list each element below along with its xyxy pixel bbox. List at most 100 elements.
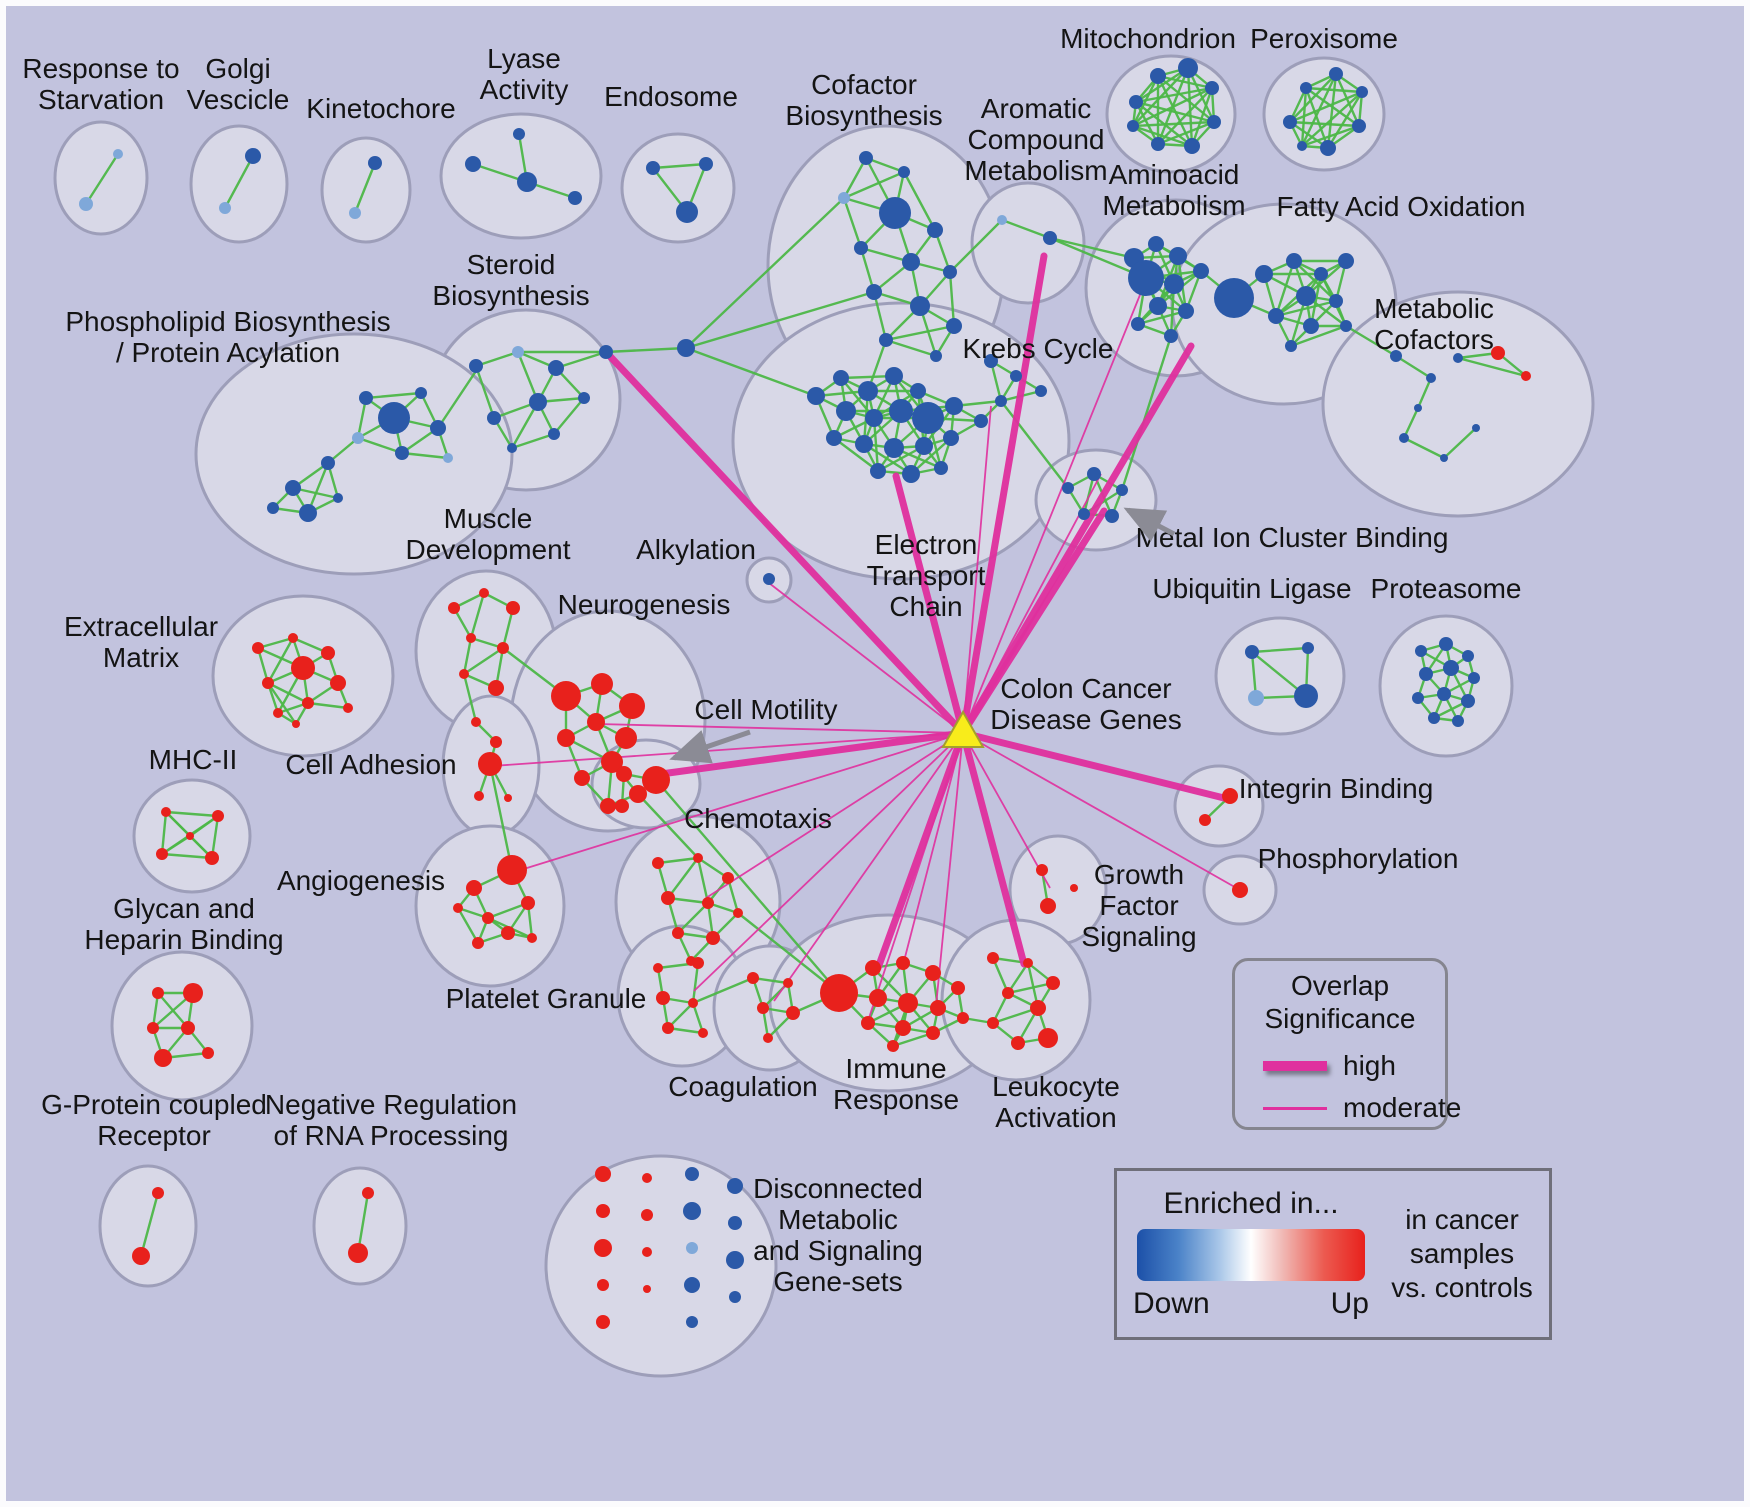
overlap-legend-title: Overlap Significance — [1264, 970, 1416, 1034]
gene-set-edge — [1326, 90, 1364, 150]
pointer-arrow — [669, 729, 751, 764]
gene-set-node — [527, 933, 537, 943]
gene-set-node — [895, 1020, 911, 1036]
inter-cluster-edge — [684, 290, 876, 350]
gene-set-node — [517, 172, 537, 192]
gene-set-node — [181, 1021, 195, 1035]
gene-set-node — [1390, 350, 1402, 362]
pointer-arrow — [1123, 507, 1176, 542]
gene-set-edge — [1156, 74, 1216, 124]
gene-set-node — [1046, 976, 1060, 990]
gene-set-node — [479, 588, 489, 598]
cluster-label-phosphorylation: Phosphorylation — [1258, 843, 1459, 874]
gene-set-node — [1286, 253, 1302, 269]
gene-set-edge — [462, 646, 505, 676]
cluster-negative-regulation-rna-processing — [312, 1166, 408, 1286]
gene-set-node — [186, 832, 194, 840]
gene-set-edge — [1288, 120, 1361, 128]
cluster-label-neurogenesis: Neurogenesis — [558, 589, 731, 620]
gene-set-node — [132, 1247, 150, 1265]
gene-set-node — [763, 573, 775, 585]
inter-cluster-edge — [948, 218, 1004, 274]
gene-set-node — [1036, 864, 1048, 876]
enrichment-up-label: Up — [1330, 1287, 1369, 1320]
gene-set-node — [154, 1049, 172, 1067]
gene-set-node — [1428, 712, 1440, 724]
gene-set-edge — [1300, 86, 1308, 148]
gene-set-node — [594, 1239, 612, 1257]
gene-set-node — [869, 989, 887, 1007]
gene-set-node — [471, 717, 481, 727]
inter-cluster-edge — [436, 366, 480, 430]
cluster-label-chemotaxis: Chemotaxis — [684, 803, 832, 834]
overlap-link-high — [602, 348, 967, 737]
gene-set-node — [661, 891, 675, 905]
gene-set-node — [1439, 637, 1453, 651]
gene-set-node — [288, 633, 298, 643]
gene-set-node — [161, 807, 171, 817]
gene-set-node — [807, 387, 825, 405]
gene-set-node — [252, 642, 264, 654]
gene-set-node — [615, 799, 629, 813]
gene-set-node — [343, 703, 353, 713]
overlap-link-moderate — [935, 732, 964, 1007]
gene-set-node — [1245, 645, 1259, 659]
gene-set-edge — [510, 432, 556, 450]
gene-set-node — [1178, 303, 1194, 319]
gene-set-node — [1151, 137, 1165, 151]
gene-set-node — [1314, 267, 1328, 281]
cluster-metabolic-cofactors — [1321, 290, 1595, 518]
overlap-significance-legend: Overlap Significance high moderate — [1232, 958, 1461, 1130]
gene-set-node — [1164, 274, 1184, 294]
gene-set-edge — [356, 436, 404, 455]
gene-set-edge — [160, 852, 214, 860]
gene-set-edge — [1250, 646, 1310, 654]
gene-set-edge — [891, 1031, 935, 1048]
gene-set-edge — [486, 901, 530, 920]
colon-cancer-disease-genes-hub — [941, 709, 985, 748]
gene-set-edge — [656, 856, 700, 865]
enrichment-note: in cancer samples vs. controls — [1389, 1203, 1535, 1305]
gene-set-node — [1472, 424, 1480, 432]
cluster-angiogenesis — [414, 824, 566, 988]
gene-set-edge — [306, 701, 350, 710]
gene-set-node — [1105, 509, 1119, 523]
gene-set-node — [599, 345, 613, 359]
cluster-kinetochore — [320, 136, 412, 244]
gene-set-edge — [223, 154, 255, 210]
gene-set-node — [1294, 684, 1318, 708]
gene-set-node — [957, 1012, 969, 1024]
gene-set-node — [504, 794, 512, 802]
gene-set-node — [698, 1028, 708, 1038]
cluster-label-mitochondrion: Mitochondrion — [1060, 23, 1236, 54]
gene-set-edge — [1274, 299, 1338, 318]
gene-set-node — [833, 370, 849, 386]
gene-set-node — [1150, 68, 1166, 84]
gene-set-node — [349, 207, 361, 219]
gene-set-node — [662, 1022, 674, 1034]
cluster-label-fatty-acid-oxidation: Fatty Acid Oxidation — [1276, 191, 1525, 222]
overlap-link-high — [959, 252, 1048, 737]
gene-set-edge — [1300, 90, 1364, 148]
gene-set-node — [1178, 58, 1198, 78]
gene-set-edge — [691, 961, 700, 1005]
gene-set-node — [459, 669, 469, 679]
gene-set-node — [1169, 247, 1187, 265]
gene-set-node — [267, 502, 279, 514]
gene-set-node — [676, 201, 698, 223]
gene-set-node — [1329, 294, 1343, 308]
gene-set-edge — [1000, 218, 1052, 240]
gene-set-node — [1443, 660, 1459, 676]
gene-set-node — [686, 1316, 698, 1328]
enrichment-legend-left: Enriched in... Down Up — [1131, 1187, 1371, 1321]
